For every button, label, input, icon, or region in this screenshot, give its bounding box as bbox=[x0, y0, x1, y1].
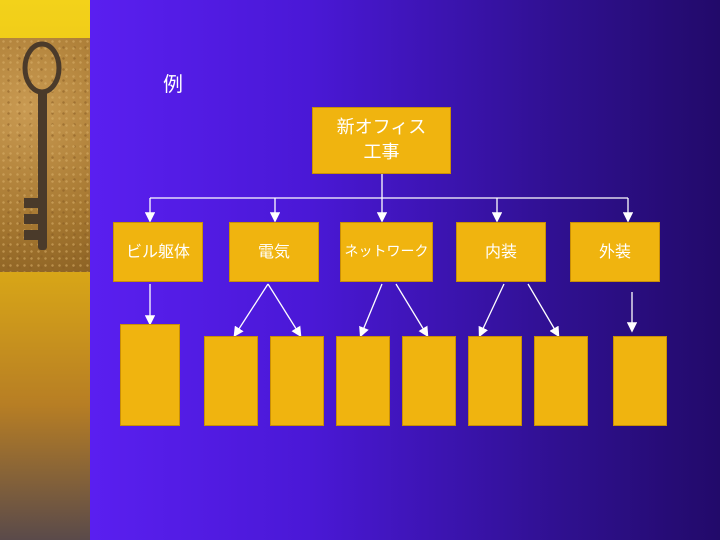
leaf-node-2 bbox=[204, 336, 258, 426]
leaf-node-8 bbox=[613, 336, 667, 426]
leaf-node-1 bbox=[120, 324, 180, 426]
leaf-node-7 bbox=[534, 336, 588, 426]
node-electrical: 電気 bbox=[229, 222, 319, 282]
root-node-new-office-construction: 新オフィス 工事 bbox=[312, 107, 451, 174]
leaf-node-3 bbox=[270, 336, 324, 426]
key-photo-image bbox=[0, 38, 90, 272]
node-interior: 内装 bbox=[456, 222, 546, 282]
node-building-structure: ビル躯体 bbox=[113, 222, 203, 282]
key-icon bbox=[22, 41, 62, 250]
node-exterior: 外装 bbox=[570, 222, 660, 282]
node-network: ネットワーク bbox=[340, 222, 433, 282]
slide-title: 例 bbox=[163, 72, 183, 96]
leaf-node-5 bbox=[402, 336, 456, 426]
leaf-node-6 bbox=[468, 336, 522, 426]
leaf-node-4 bbox=[336, 336, 390, 426]
